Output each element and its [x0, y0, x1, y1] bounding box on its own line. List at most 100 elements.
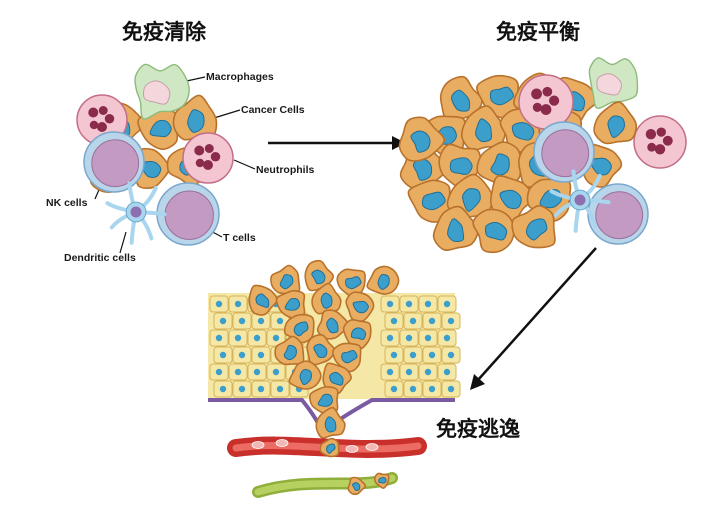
cancer-cell-nucleus — [421, 191, 446, 211]
neutrophil-nucleus-lobe — [656, 127, 666, 137]
cancer-cell-nucleus — [489, 86, 514, 106]
epithelial-cell-nucleus — [428, 317, 436, 325]
epithelial-cell-nucleus — [234, 334, 242, 342]
macrophage-nucleus — [596, 73, 623, 96]
neutrophil-nucleus-lobe — [654, 144, 666, 155]
epithelial-cell-nucleus — [409, 317, 417, 325]
epithelial-cell-nucleus — [405, 334, 413, 342]
neutrophil-nucleus-lobe — [647, 142, 657, 152]
epithelial-cell-nucleus — [405, 368, 413, 376]
neutrophil-nucleus-lobe — [97, 122, 107, 132]
cancer-cell-nucleus — [490, 153, 510, 176]
epithelial-cell-nucleus — [405, 300, 413, 308]
neutrophil-nucleus-lobe — [204, 144, 214, 153]
cancer-cell-nucleus — [345, 276, 362, 290]
epithelial-cell-nucleus — [276, 317, 284, 325]
cancer-cell-nucleus — [410, 130, 431, 153]
cancer-cell-nucleus — [449, 157, 473, 175]
red-blood-cell — [275, 439, 289, 447]
cancer-cell-nucleus — [324, 416, 337, 433]
neutrophil-nucleus-lobe — [195, 158, 205, 168]
cancer-cell-nucleus — [255, 293, 270, 308]
epithelial-cell-nucleus — [424, 368, 432, 376]
neutrophil-nucleus-lobe — [98, 106, 108, 115]
epithelial-cell-nucleus — [443, 334, 451, 342]
arrows — [268, 136, 597, 390]
epithelial-cell-nucleus — [234, 300, 242, 308]
epithelial-cell-nucleus — [443, 368, 451, 376]
epithelial-cell-nucleus — [219, 317, 227, 325]
cancer-cell-nucleus — [341, 349, 358, 364]
red-blood-cell — [365, 443, 379, 451]
epithelial-cell-nucleus — [253, 368, 261, 376]
red-blood-cell — [345, 445, 359, 453]
epithelial-cell-nucleus — [238, 317, 246, 325]
cancer-cell-nucleus — [350, 327, 367, 340]
lymphocyte-nucleus — [91, 139, 140, 188]
epithelial-cell-nucleus — [390, 385, 398, 393]
red-blood-cell — [251, 441, 265, 449]
epithelial-cell-nucleus — [409, 351, 417, 359]
cancer-cell-nucleus — [511, 122, 535, 141]
cancer-cell-nucleus — [607, 115, 625, 139]
equilibrium-cluster — [398, 57, 687, 254]
label-cancer-cells: Cancer Cells — [241, 104, 305, 116]
neutrophil-nucleus-lobe — [194, 145, 205, 156]
epithelial-cell-nucleus — [234, 368, 242, 376]
cancer-cell-nucleus — [484, 221, 508, 241]
epithelial-cell-nucleus — [428, 351, 436, 359]
cancer-cell-nucleus — [499, 189, 522, 210]
epithelial-cell-nucleus — [447, 317, 455, 325]
pointer-cancer-cells — [213, 109, 241, 119]
neutrophil-nucleus-lobe — [88, 107, 99, 118]
epithelial-cell-nucleus — [238, 385, 246, 393]
neutrophil-nucleus-lobe — [542, 86, 553, 97]
arrow-head-down-left — [470, 374, 485, 390]
cancer-cell-nucleus — [352, 300, 369, 314]
epithelial-cell-nucleus — [424, 300, 432, 308]
cancer-cell-nucleus — [475, 118, 493, 143]
cancer-cell-nucleus — [329, 371, 344, 386]
epithelial-cell-nucleus — [386, 368, 394, 376]
epithelial-cell-nucleus — [390, 317, 398, 325]
epithelial-cell-nucleus — [257, 351, 265, 359]
heading-elimination: 免疫清除 — [122, 20, 206, 44]
cancer-cell-nucleus — [284, 297, 301, 311]
elimination-cluster — [76, 63, 234, 246]
cancer-cell-nucleus — [377, 273, 390, 290]
neutrophil-cell — [633, 115, 687, 169]
cancer-cell-nucleus — [412, 158, 433, 181]
neutrophil-nucleus-lobe — [89, 120, 99, 130]
epithelial-cell-nucleus — [272, 334, 280, 342]
cancer-cell-nucleus — [311, 269, 326, 285]
cancer-cell-nucleus — [462, 188, 481, 212]
cancer-cell-nucleus — [283, 344, 297, 361]
neutrophil-nucleus-lobe — [540, 104, 552, 115]
epithelial-cell-nucleus — [409, 385, 417, 393]
label-macrophages: Macrophages — [206, 71, 274, 83]
epithelial-cell-nucleus — [257, 385, 265, 393]
cancer-cell-nucleus — [293, 321, 309, 337]
label-nk-cells: NK cells — [46, 197, 88, 209]
epithelial-cell-nucleus — [424, 334, 432, 342]
cancer-cell-nucleus — [320, 292, 333, 309]
neutrophil-nucleus-lobe — [645, 129, 657, 140]
cancer-cell-nucleus — [279, 274, 294, 290]
lymphocyte-nucleus — [164, 190, 214, 240]
neutrophil-cell — [518, 74, 574, 130]
epithelial-cell-nucleus — [428, 385, 436, 393]
epithelial-cell-nucleus — [443, 300, 451, 308]
cancer-cell-nucleus — [351, 482, 361, 491]
cancer-cell-nucleus — [149, 119, 172, 138]
label-dendritic-cells: Dendritic cells — [64, 252, 136, 264]
blood-vessels — [227, 436, 427, 498]
heading-escape: 免疫逃逸 — [436, 417, 520, 441]
cancer-cell-nucleus — [299, 369, 312, 386]
arrow-equilibrium-to-escape — [477, 247, 597, 381]
neutrophil-nucleus-lobe — [104, 114, 115, 124]
label-t-cells: T cells — [223, 232, 256, 244]
label-neutrophils: Neutrophils — [256, 164, 315, 176]
epithelial-cell-nucleus — [272, 368, 280, 376]
